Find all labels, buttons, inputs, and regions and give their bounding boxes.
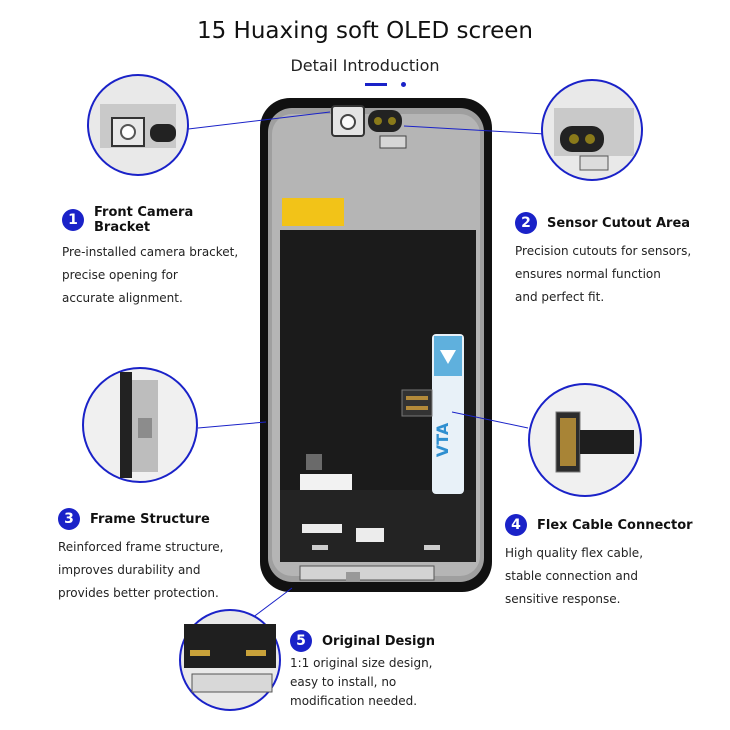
feature-sensor-cutout-area: 2 Sensor Cutout Area Precision cutouts f…: [515, 212, 715, 309]
zoom1-sensor: [150, 124, 176, 142]
feature-number-badge: 5: [290, 630, 312, 652]
sensor-bracket: [379, 135, 407, 149]
flex-connector: [401, 389, 433, 417]
feature-line: sensitive response.: [505, 592, 621, 606]
leader-line-4: [451, 411, 529, 429]
page-title: 15 Huaxing soft OLED screen: [196, 18, 534, 44]
pin-row-left: [312, 545, 328, 550]
pin-row-right: [424, 545, 440, 550]
page-subtitle: Detail Introduction: [290, 56, 440, 75]
zoom-circle-flex: [528, 383, 642, 497]
leader-line-3: [197, 421, 267, 429]
zoom5-pins-right: [246, 650, 266, 656]
zoom2-bracket: [579, 155, 609, 171]
zoom-circle-bottom: [179, 609, 281, 711]
feature-frame-structure: 3 Frame Structure Reinforced frame struc…: [58, 508, 248, 605]
bottom-bracket-tab: [346, 572, 360, 582]
flex-label: VTA: [433, 422, 452, 457]
sensor-cutout: [368, 110, 402, 132]
feature-title: Frame Structure: [90, 511, 210, 527]
qr-label: [356, 528, 384, 542]
feature-front-camera-bracket: 1 Front Camera Bracket Pre-installed cam…: [62, 205, 252, 310]
zoom-circle-frame: [82, 367, 198, 483]
zoom2-dot-left: [569, 134, 579, 144]
phone-screen-assembly: VTA: [260, 98, 492, 592]
feature-line: High quality flex cable,: [505, 546, 644, 560]
feature-description: Reinforced frame structure, improves dur…: [58, 536, 248, 605]
white-label: [300, 474, 352, 490]
sensor-dot-left: [374, 117, 382, 125]
sensor-dot-right: [388, 117, 396, 125]
feature-line: 1:1 original size design,: [290, 656, 433, 670]
zoom3-frame-edge: [120, 372, 132, 478]
feature-title: Original Design: [322, 633, 436, 649]
zoom1-hole: [120, 124, 136, 140]
feature-description: Pre-installed camera bracket, precise op…: [62, 241, 252, 310]
flex-arrow-icon: [440, 350, 456, 364]
subtitle-underline: [365, 83, 387, 86]
feature-line: provides better protection.: [58, 586, 219, 600]
leader-line-1: [179, 111, 331, 131]
leader-lines: [179, 111, 546, 631]
feature-flex-cable-connector: 4 Flex Cable Connector High quality flex…: [505, 514, 715, 611]
zoom4-cable: [580, 430, 634, 454]
feature-line: and perfect fit.: [515, 290, 605, 304]
feature-line: Reinforced frame structure,: [58, 540, 224, 554]
feature-line: improves durability and: [58, 563, 201, 577]
feature-title: Sensor Cutout Area: [547, 215, 691, 231]
serial-label: [302, 524, 342, 533]
qr-code: [306, 454, 322, 470]
feature-title: Flex Cable Connector: [537, 517, 693, 533]
feature-line: modification needed.: [290, 694, 418, 708]
feature-description: 1:1 original size design, easy to instal…: [290, 654, 490, 711]
yellow-sticker: [282, 198, 344, 226]
feature-number-badge: 4: [505, 514, 527, 536]
subtitle-dot: [401, 82, 406, 87]
zoom5-bracket: [191, 673, 273, 693]
zoom3-clip: [138, 418, 152, 438]
feature-original-design: 5 Original Design 1:1 original size desi…: [290, 630, 490, 711]
zoom5-panel: [184, 624, 276, 668]
feature-description: High quality flex cable, stable connecti…: [505, 542, 715, 611]
zoom5-pins-left: [190, 650, 210, 656]
feature-line: ensures normal function: [515, 267, 661, 281]
flex-connector-pins-2: [406, 406, 428, 410]
feature-title: Front Camera Bracket: [94, 205, 194, 235]
feature-line: accurate alignment.: [62, 291, 183, 305]
feature-number-badge: 2: [515, 212, 537, 234]
feature-description: Precision cutouts for sensors, ensures n…: [515, 240, 715, 309]
feature-number-badge: 1: [62, 209, 84, 231]
feature-number-badge: 3: [58, 508, 80, 530]
zoom2-cutout: [560, 126, 604, 152]
bottom-bracket: [299, 565, 435, 581]
camera-hole: [340, 114, 356, 130]
zoom2-dot-right: [585, 134, 595, 144]
leader-line-2: [403, 125, 546, 135]
zoom-circle-camera: [87, 74, 189, 176]
feature-line: precise opening for: [62, 268, 178, 282]
feature-line: Pre-installed camera bracket,: [62, 245, 239, 259]
zoom4-pins: [560, 418, 576, 466]
feature-line: easy to install, no: [290, 675, 397, 689]
flex-connector-pins: [406, 396, 428, 400]
zoom-circle-sensor: [541, 79, 643, 181]
feature-line: Precision cutouts for sensors,: [515, 244, 692, 258]
feature-line: stable connection and: [505, 569, 638, 583]
